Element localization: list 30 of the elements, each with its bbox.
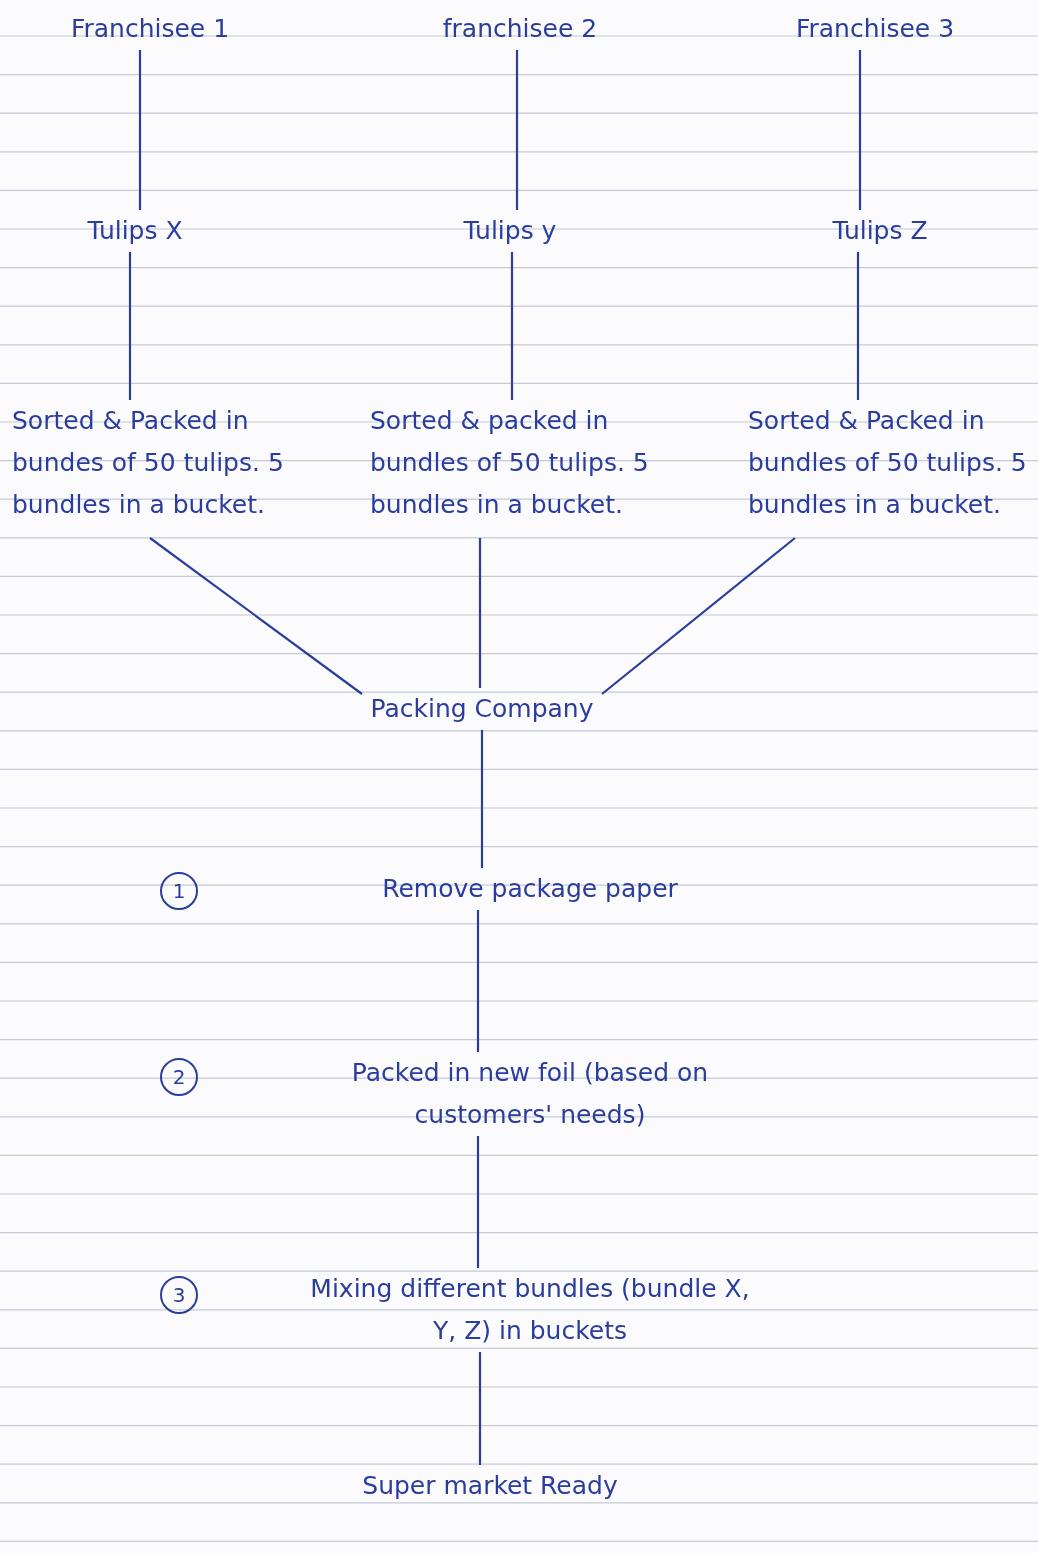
connector-line bbox=[476, 1136, 480, 1268]
circled-step-number: 3 bbox=[160, 1276, 198, 1314]
connector-line bbox=[138, 50, 142, 210]
step-label: Packed in new foil (based on customers' needs) bbox=[320, 1052, 740, 1136]
connector-line bbox=[510, 252, 514, 400]
step-description: Sorted & Packed in bundles of 50 tulips. 5 bundles in a bucket. bbox=[748, 400, 1033, 526]
connector-line bbox=[480, 730, 484, 868]
step-description: Sorted & Packed in bundes of 50 tulips. 5 bundles in a bucket. bbox=[12, 400, 287, 526]
connector-line bbox=[858, 50, 862, 210]
circled-step-number: 1 bbox=[160, 872, 198, 910]
circled-step-number: 2 bbox=[160, 1058, 198, 1096]
connector-line bbox=[856, 252, 860, 400]
step-label: Mixing different bundles (bundle X, Y, Z) in buckets bbox=[310, 1268, 750, 1352]
step-description: Sorted & packed in bundles of 50 tulips. 5 bundles in a bucket. bbox=[370, 400, 655, 526]
step-label: Tulips y bbox=[405, 210, 615, 252]
step-label: Franchisee 3 bbox=[750, 8, 1000, 50]
step-label: Franchisee 1 bbox=[30, 8, 270, 50]
step-label: Tulips Z bbox=[790, 210, 970, 252]
connector-line bbox=[149, 537, 363, 695]
connector-line bbox=[128, 252, 132, 400]
step-label: Remove package paper bbox=[330, 868, 730, 910]
connector-line bbox=[601, 537, 796, 695]
connector-line bbox=[478, 538, 482, 688]
connector-line bbox=[515, 50, 519, 210]
step-label: Packing Company bbox=[362, 688, 602, 730]
step-label: franchisee 2 bbox=[400, 8, 640, 50]
connector-line bbox=[478, 1352, 482, 1465]
step-label: Super market Ready bbox=[290, 1465, 690, 1507]
connector-line bbox=[476, 910, 480, 1052]
step-label: Tulips X bbox=[25, 210, 245, 252]
